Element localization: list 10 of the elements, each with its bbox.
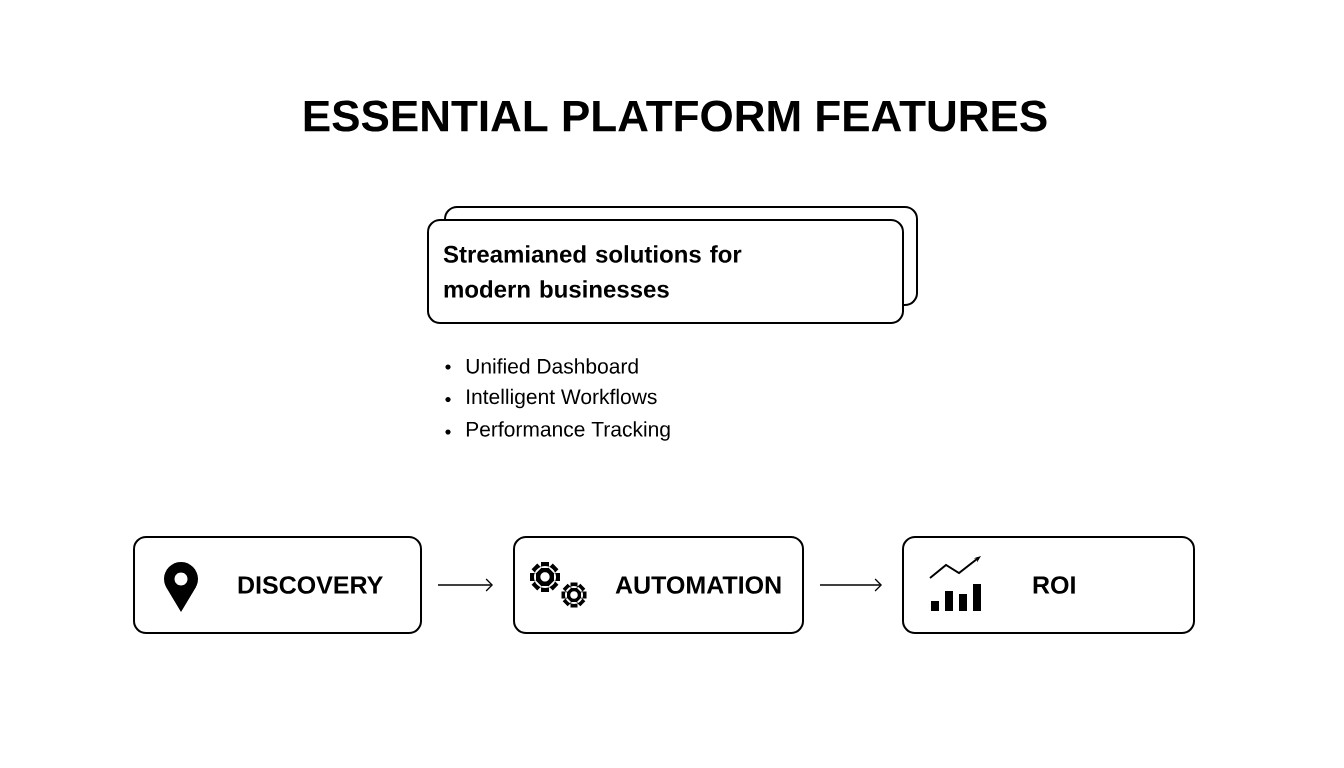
bullet-item: Performance Tracking — [466, 421, 670, 441]
arrow — [437, 578, 493, 592]
step-box: DISCOVERY — [133, 536, 422, 634]
bullet-item: Intelligent Workflows — [467, 388, 657, 409]
bullet-item: Unified Dashboard — [466, 358, 638, 374]
step-box: AUTOMATION — [513, 536, 804, 634]
title: ESSENTIAL PLATFORM FEATURES — [304, 100, 1047, 132]
arrow — [819, 578, 882, 592]
card: Streamianed solutions for modern businesses — [427, 219, 904, 324]
step-box: ROI — [902, 536, 1195, 634]
